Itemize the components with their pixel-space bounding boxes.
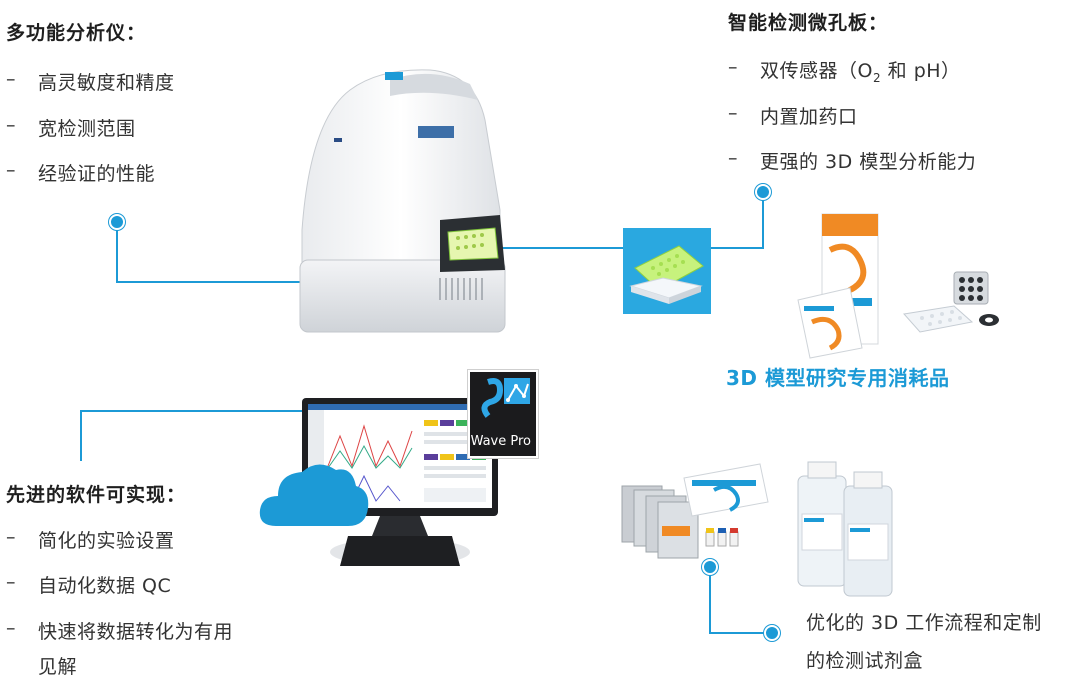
assay-kits-image (621, 461, 893, 597)
kits-caption-line1: 优化的 3D 工作流程和定制 (806, 612, 1042, 634)
software-item: –快速将数据转化为有用 (6, 617, 234, 643)
connector-software-v (80, 411, 82, 461)
software-item: –简化的实验设置 (6, 526, 175, 552)
microplate-item: – 双传感器（O2 和 pH） (728, 56, 961, 85)
consumables-caption: 3D 模型研究专用消耗品 (726, 366, 950, 390)
software-item-continued: 见解 (38, 656, 78, 678)
connector-dot (764, 625, 780, 641)
microplate-image (623, 228, 711, 314)
connector-dot (702, 559, 718, 575)
microplate-heading: 智能检测微孔板： (728, 12, 889, 34)
connector-kits-h (709, 632, 771, 634)
wave-pro-logo-icon (481, 378, 530, 418)
consumables-image (797, 213, 999, 359)
cloud-icon (259, 464, 369, 526)
microplate-item: –内置加药口 (728, 102, 858, 128)
connector-software-h (80, 410, 346, 412)
kits-caption: 优化的 3D 工作流程和定制 的检测试剂盒 (806, 604, 1042, 680)
connector-analyzer-h (116, 281, 348, 283)
connector-analyzer-v (116, 222, 118, 282)
software-heading: 先进的软件可实现： (6, 484, 187, 506)
wave-pro-label: Wave Pro (470, 434, 531, 449)
analyzer-heading: 多功能分析仪： (6, 22, 147, 44)
analyzer-instrument-image (299, 69, 506, 333)
kits-caption-line2: 的检测试剂盒 (806, 650, 924, 672)
connector-plate-h2 (710, 247, 764, 249)
connector-plate-v (762, 196, 764, 248)
connector-dot (755, 184, 771, 200)
wave-pro-app-icon: Wave Pro (468, 370, 538, 458)
connector-kits-v (709, 568, 711, 634)
analyzer-item: –高灵敏度和精度 (6, 68, 175, 94)
connector-plate-h (485, 247, 623, 249)
microplate-item: –更强的 3D 模型分析能力 (728, 147, 977, 173)
analyzer-item: –宽检测范围 (6, 114, 136, 140)
software-item: –自动化数据 QC (6, 571, 172, 597)
connector-dot (109, 214, 125, 230)
analyzer-item: –经验证的性能 (6, 159, 156, 185)
